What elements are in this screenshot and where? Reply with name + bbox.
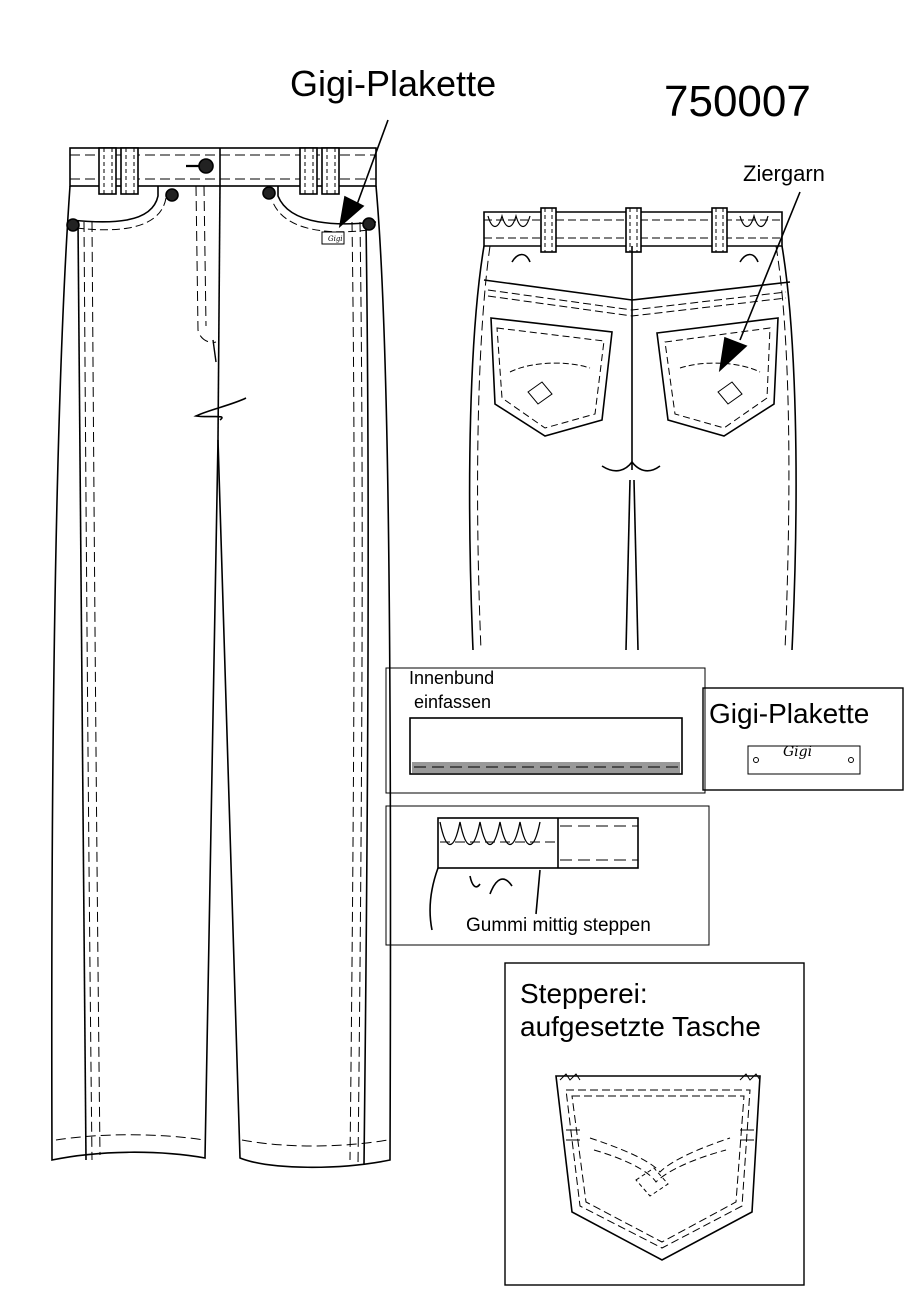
innenbund-detail: [385, 667, 706, 794]
front-view: Gigi: [50, 147, 392, 1169]
svg-text:Gigi: Gigi: [328, 235, 343, 243]
plakette-box-title: Gigi-Plakette: [709, 698, 870, 729]
stepperei-label-line2: aufgesetzte Tasche: [520, 1011, 761, 1042]
innenbund-label-line1: Innenbund: [409, 668, 495, 688]
stepperei-detail: [504, 962, 805, 1286]
plakette-title: Gigi-Plakette: [290, 63, 497, 104]
ziergarn-label: Ziergarn: [743, 161, 825, 186]
gummi-detail: [385, 805, 710, 946]
innenbund-label-line2: einfassen: [414, 692, 492, 712]
stepperei-label-line1: Stepperei:: [520, 978, 648, 1009]
gummi-label: Gummi mittig steppen: [466, 915, 651, 936]
plakette-badge-text: Gigi: [783, 744, 813, 760]
style-number: 750007: [664, 77, 811, 126]
plakette-detail: [702, 687, 904, 791]
back-view: [468, 207, 797, 651]
